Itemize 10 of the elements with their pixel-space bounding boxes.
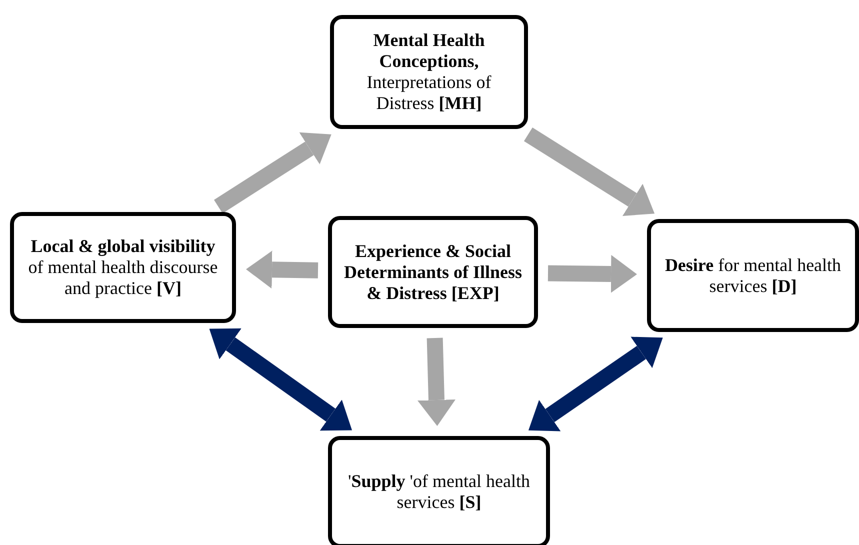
box-text: Mental Health Conceptions, Interpretations of Distress [MH]	[366, 30, 492, 114]
box-text: Desire for mental health services [D]	[664, 254, 842, 296]
box-text: Experience & Social Determinants of Illness & Distress [EXP]	[343, 240, 523, 304]
concept-box	[330, 15, 528, 129]
concept-box	[10, 212, 236, 323]
box-text: Local & global visibility of mental health discourse and practice [V]	[27, 236, 219, 299]
concept-box	[328, 436, 550, 545]
concept-box	[647, 219, 859, 332]
concept-box	[328, 216, 538, 328]
box-text: 'Supply 'of mental health services [S]	[347, 471, 531, 513]
